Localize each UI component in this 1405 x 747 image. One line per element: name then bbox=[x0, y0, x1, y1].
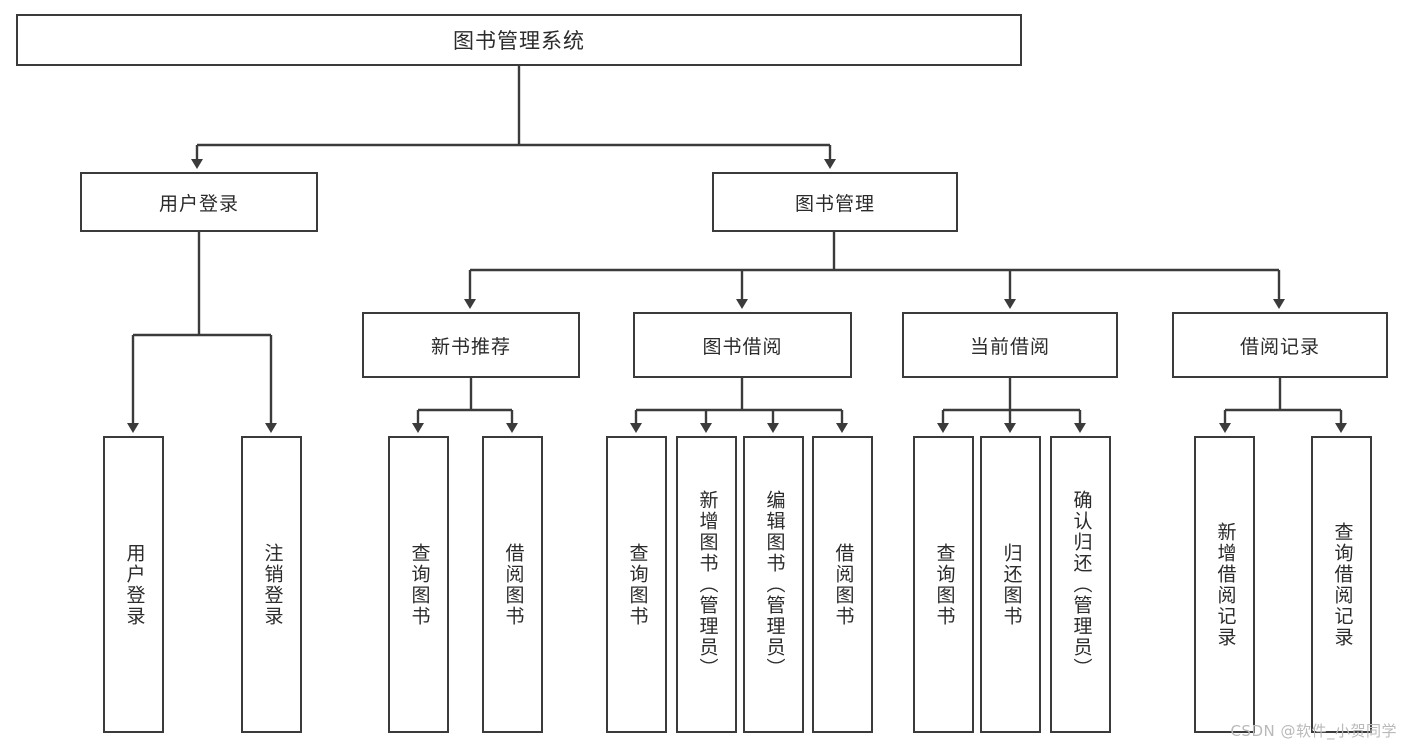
node-user-login[interactable]: 用户登录 bbox=[80, 172, 318, 232]
node-book-borrow[interactable]: 图书借阅 bbox=[633, 312, 852, 378]
leaf-edit-book[interactable]: 编辑图书（管理员） bbox=[743, 436, 804, 733]
leaf-add-record[interactable]: 新增借阅记录 bbox=[1194, 436, 1255, 733]
leaf-return-book-label: 归还图书 bbox=[1000, 542, 1023, 627]
leaf-logout-login-label: 注销登录 bbox=[261, 542, 284, 627]
node-root-label: 图书管理系统 bbox=[453, 29, 585, 53]
node-book-manage-label: 图书管理 bbox=[794, 192, 875, 215]
leaf-borrow-book-1[interactable]: 借阅图书 bbox=[482, 436, 543, 733]
leaf-return-book[interactable]: 归还图书 bbox=[980, 436, 1041, 733]
node-book-manage[interactable]: 图书管理 bbox=[712, 172, 958, 232]
node-root-system[interactable]: 图书管理系统 bbox=[16, 14, 1022, 66]
node-book-borrow-label: 图书借阅 bbox=[702, 335, 783, 358]
leaf-borrow-book-2[interactable]: 借阅图书 bbox=[812, 436, 873, 733]
leaf-query-book-1-label: 查询图书 bbox=[408, 542, 431, 627]
watermark-text: CSDN @软件_小贺同学 bbox=[1230, 722, 1397, 740]
node-current-borrow[interactable]: 当前借阅 bbox=[902, 312, 1118, 378]
leaf-query-record[interactable]: 查询借阅记录 bbox=[1311, 436, 1372, 733]
leaf-add-book-label: 新增图书（管理员） bbox=[696, 490, 719, 679]
leaf-confirm-return-label: 确认归还（管理员） bbox=[1070, 490, 1093, 679]
node-borrow-record[interactable]: 借阅记录 bbox=[1172, 312, 1388, 378]
leaf-user-login-label: 用户登录 bbox=[123, 542, 146, 627]
leaf-query-book-2-label: 查询图书 bbox=[626, 542, 649, 627]
leaf-borrow-book-2-label: 借阅图书 bbox=[832, 542, 855, 627]
leaf-query-book-3-label: 查询图书 bbox=[933, 542, 956, 627]
leaf-confirm-return[interactable]: 确认归还（管理员） bbox=[1050, 436, 1111, 733]
leaf-query-book-3[interactable]: 查询图书 bbox=[913, 436, 974, 733]
leaf-borrow-book-1-label: 借阅图书 bbox=[502, 542, 525, 627]
leaf-user-login[interactable]: 用户登录 bbox=[103, 436, 164, 733]
leaf-query-book-2[interactable]: 查询图书 bbox=[606, 436, 667, 733]
node-borrow-record-label: 借阅记录 bbox=[1239, 335, 1320, 358]
leaf-query-book-1[interactable]: 查询图书 bbox=[388, 436, 449, 733]
node-user-login-label: 用户登录 bbox=[158, 192, 239, 215]
leaf-query-record-label: 查询借阅记录 bbox=[1331, 521, 1354, 648]
leaf-edit-book-label: 编辑图书（管理员） bbox=[763, 490, 786, 679]
leaf-add-book[interactable]: 新增图书（管理员） bbox=[676, 436, 737, 733]
node-new-book-recommend[interactable]: 新书推荐 bbox=[362, 312, 580, 378]
leaf-add-record-label: 新增借阅记录 bbox=[1214, 521, 1237, 648]
node-current-borrow-label: 当前借阅 bbox=[969, 335, 1050, 358]
node-new-book-recommend-label: 新书推荐 bbox=[430, 335, 511, 358]
leaf-logout-login[interactable]: 注销登录 bbox=[241, 436, 302, 733]
